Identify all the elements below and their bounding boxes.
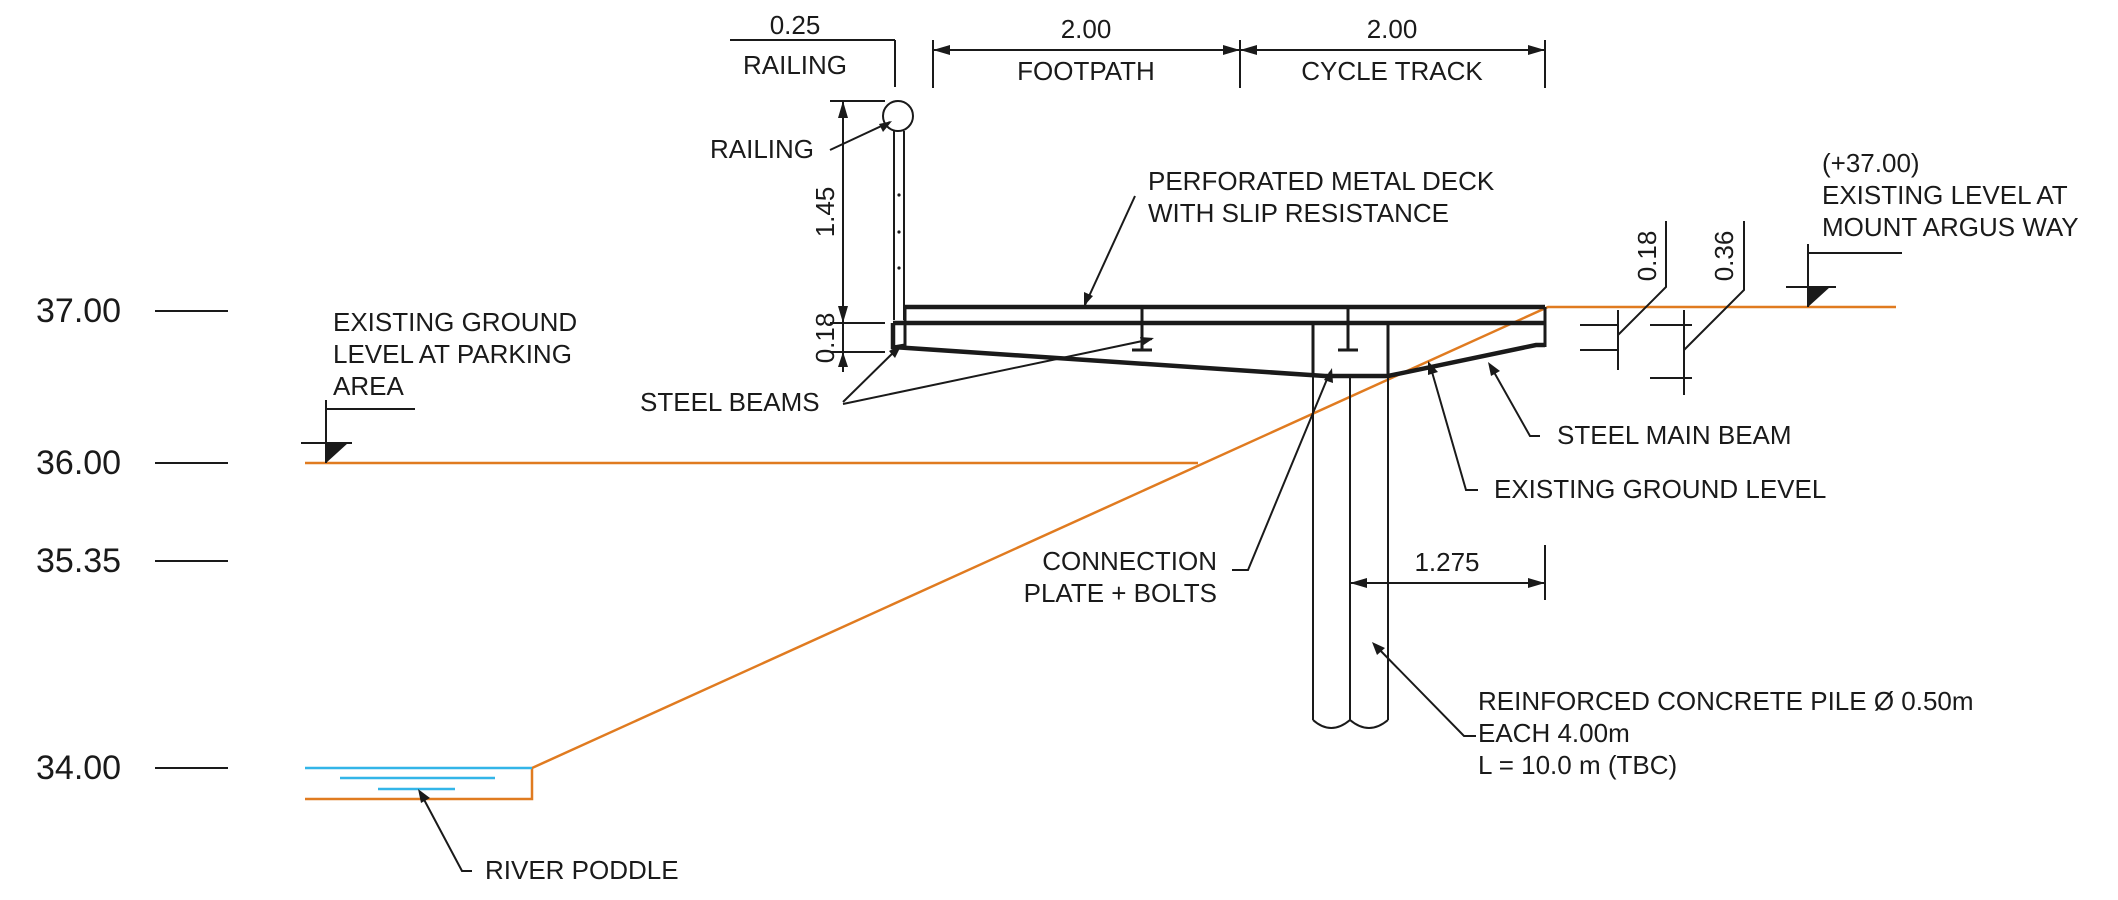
railing-width-label: RAILING	[743, 50, 847, 80]
level-37: 37.00	[36, 292, 121, 330]
pile-leader	[1374, 644, 1476, 737]
pile-label-line1: REINFORCED CONCRETE PILE Ø 0.50m	[1478, 686, 1974, 716]
connection-callout: CONNECTION PLATE + BOLTS	[1024, 368, 1333, 608]
height-018-arrow	[838, 352, 848, 367]
level-34: 34.00	[36, 749, 121, 787]
arrow-right	[1528, 45, 1545, 55]
footpath-width-value: 2.00	[1061, 14, 1112, 44]
existing-level-line1: EXISTING LEVEL AT	[1822, 180, 2068, 210]
cycle-track-label: CYCLE TRACK	[1301, 56, 1483, 86]
mount-argus-level: (+37.00) EXISTING LEVEL AT MOUNT ARGUS W…	[1786, 148, 2079, 307]
steel-beams-callout: STEEL BEAMS	[640, 337, 1154, 417]
steel-main-beam-arrow	[1488, 362, 1500, 376]
connection-label-line2: PLATE + BOLTS	[1024, 578, 1217, 608]
footpath-label: FOOTPATH	[1017, 56, 1155, 86]
dim036-leader	[1683, 221, 1745, 351]
railing-height-value: 1.45	[810, 187, 840, 238]
railing-dot-1	[897, 193, 901, 197]
railing-dot-3	[897, 266, 901, 270]
railing-width-value: 0.25	[770, 10, 821, 40]
railing-dot-2	[897, 230, 901, 234]
left-height-dimensions: 1.45 0.18	[810, 100, 885, 372]
river-leader	[419, 791, 472, 872]
pile-offset-dimension: 1.275	[1350, 545, 1546, 600]
steel-main-beam-leader	[1489, 364, 1540, 437]
steel-beams-leader-2	[842, 338, 1153, 405]
pile	[1312, 376, 1389, 729]
existing-ground-label: EXISTING GROUND LEVEL	[1494, 474, 1826, 504]
railing-label: RAILING	[710, 134, 814, 164]
railing-handrail	[882, 100, 914, 132]
connection-label-line1: CONNECTION	[1042, 546, 1217, 576]
height-145-arrow-bottom	[838, 306, 848, 323]
railing-leader	[829, 121, 891, 151]
deck-label-line1: PERFORATED METAL DECK	[1148, 166, 1495, 196]
connection-leader	[1232, 371, 1331, 571]
pile-base-curve-left	[1312, 719, 1351, 729]
connection-arrow	[1324, 368, 1333, 383]
railing: RAILING	[710, 100, 914, 320]
pile-arrow	[1372, 642, 1385, 655]
offset-arrow-left	[1350, 578, 1367, 588]
level-marker-triangle	[1808, 287, 1830, 307]
pile-label-line2: EACH 4.00m	[1478, 718, 1630, 748]
existing-ground-leader	[1429, 364, 1478, 491]
height-145-arrow-top	[838, 101, 848, 118]
deck-leader	[1084, 195, 1136, 306]
deck-structure	[890, 304, 1547, 379]
parking-marker-triangle	[326, 443, 348, 463]
parking-label-line2: LEVEL AT PARKING	[333, 339, 572, 369]
ground-lines	[305, 305, 1896, 801]
pile-base-curve-right	[1349, 719, 1389, 729]
steel-main-beam-callout: STEEL MAIN BEAM	[1488, 362, 1792, 450]
right-depth-dimensions: 0.18 0.36	[1580, 221, 1745, 395]
beam-end-left	[892, 323, 907, 349]
pile-offset-value: 1.275	[1414, 547, 1479, 577]
top-dimensions: 0.25 RAILING 2.00 FOOTPATH 2.00 CYCLE TR…	[730, 10, 1546, 88]
right-dim-018: 0.18	[1632, 231, 1662, 282]
steel-beams-leader-1	[842, 345, 901, 403]
parking-label-line3: AREA	[333, 371, 404, 401]
existing-ground-callout: EXISTING GROUND LEVEL	[1428, 361, 1826, 504]
cycle-width-value: 2.00	[1367, 14, 1418, 44]
deck-callout: PERFORATED METAL DECK WITH SLIP RESISTAN…	[1084, 166, 1495, 306]
deck-leader-arrow	[1084, 292, 1093, 306]
deck-depth-value: 0.18	[810, 313, 840, 364]
dim018-leader	[1617, 221, 1667, 336]
steel-beams-arrow-1	[889, 344, 902, 358]
offset-arrow-right	[1528, 578, 1545, 588]
existing-level-value: (+37.00)	[1822, 148, 1920, 178]
level-36: 36.00	[36, 444, 121, 482]
existing-level-line2: MOUNT ARGUS WAY	[1822, 212, 2079, 242]
steel-beams-label: STEEL BEAMS	[640, 387, 820, 417]
arrow-left	[933, 45, 950, 55]
parking-level-callout: EXISTING GROUND LEVEL AT PARKING AREA	[301, 307, 577, 463]
parking-label-line1: EXISTING GROUND	[333, 307, 577, 337]
pile-label-line3: L = 10.0 m (TBC)	[1478, 750, 1677, 780]
arrow-mid-left	[1223, 45, 1240, 55]
river-poddle-label: RIVER PODDLE	[485, 855, 679, 885]
river-callout: RIVER PODDLE	[418, 789, 679, 885]
existing-ground-arrow	[1428, 361, 1438, 375]
right-dim-036: 0.36	[1709, 231, 1739, 282]
arrow-mid-right	[1240, 45, 1257, 55]
steel-main-beam-label: STEEL MAIN BEAM	[1557, 420, 1792, 450]
railing-leader-arrow	[879, 121, 892, 132]
steel-beams-arrow-2	[1140, 337, 1154, 346]
level-scale: 37.00 36.00 35.35 34.00	[36, 292, 228, 787]
river-arrow	[418, 789, 430, 803]
deck-label-line2: WITH SLIP RESISTANCE	[1148, 198, 1449, 228]
level-35-35: 35.35	[36, 542, 121, 580]
pile-callout: REINFORCED CONCRETE PILE Ø 0.50m EACH 4.…	[1372, 642, 1974, 780]
steel-main-beam-soffit	[890, 323, 1545, 379]
